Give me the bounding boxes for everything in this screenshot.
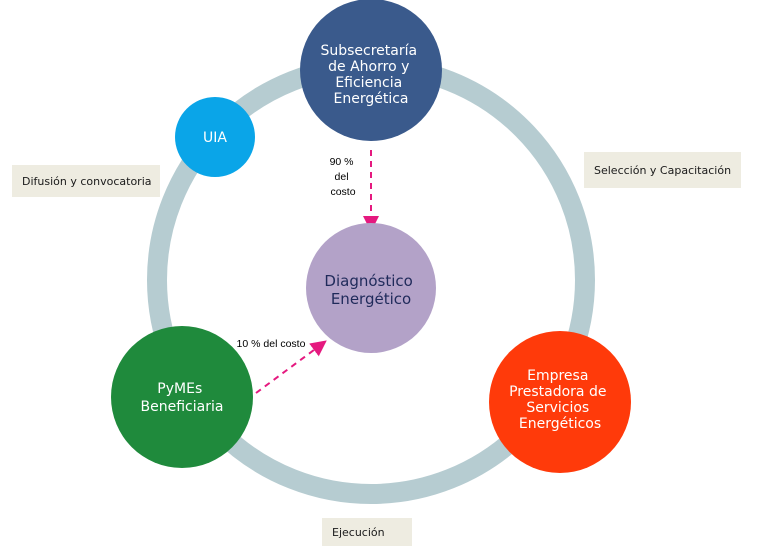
label-ejecucion: Ejecución: [322, 518, 412, 546]
svg-text:UIA: UIA: [203, 130, 227, 146]
node-uia: UIA: [175, 97, 255, 177]
node-diagnostico: Diagnóstico Energético: [306, 223, 436, 353]
label-difusion: Difusión y convocatoria: [12, 165, 160, 197]
label-seleccion: Selección y Capacitación: [584, 152, 741, 188]
svg-text:Subsecretaría de Ahorro: Subsecretaría de Ahorro y Eficiencia Ene…: [320, 43, 421, 107]
arrow-pymes-to-diagnostico: [255, 340, 327, 394]
node-pymes: PyMEs Beneficiaria: [111, 326, 253, 468]
svg-text:Empresa Prestadora de: Empresa Prestadora de Servicios Energéti…: [509, 368, 611, 432]
arrow-label-left: 10 % del costo: [237, 338, 306, 350]
svg-text:Diagnóstico Energético: Diagnóstico Energético: [324, 272, 417, 308]
svg-text:PyMEs Beneficiaria: PyMEs Beneficiaria: [141, 381, 224, 415]
node-subsecretaria: Subsecretaría de Ahorro y Eficiencia Ene…: [300, 0, 442, 141]
node-empresa: Empresa Prestadora de Servicios Energéti…: [489, 331, 631, 473]
arrow-label-top: 90 % del costo: [330, 156, 357, 198]
